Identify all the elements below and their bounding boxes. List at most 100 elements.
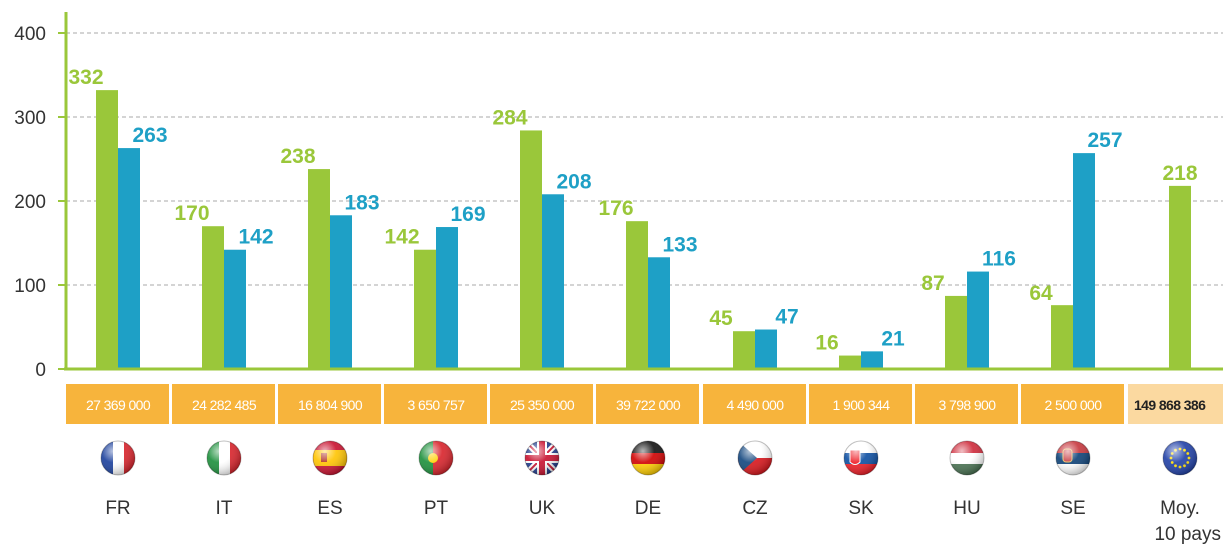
- bar: [626, 221, 648, 369]
- bar: [202, 226, 224, 369]
- population-cell: [703, 384, 807, 424]
- country-label-line2: 10 pays: [1154, 524, 1221, 545]
- bar: [330, 215, 352, 369]
- uk-flag-icon: [524, 440, 560, 476]
- value-label: 47: [775, 306, 798, 329]
- population-cell: [915, 384, 1019, 424]
- country-label: ES: [317, 498, 342, 519]
- bar: [1073, 153, 1095, 369]
- hungary-flag-icon: [949, 440, 985, 476]
- flags-row: [100, 440, 1198, 476]
- population-cell: [172, 384, 276, 424]
- value-label: 257: [1087, 129, 1122, 152]
- country-label: Moy.: [1160, 498, 1200, 519]
- value-label: 21: [881, 327, 905, 350]
- bars: [96, 90, 1191, 370]
- bar: [945, 295, 967, 369]
- y-tick-label: 400: [14, 24, 46, 45]
- y-tick-label: 100: [14, 276, 46, 297]
- value-label: 45: [709, 307, 733, 330]
- value-label: 170: [174, 202, 209, 225]
- value-label: 87: [921, 272, 944, 295]
- value-label: 169: [450, 203, 485, 226]
- y-tick-label: 300: [14, 108, 46, 129]
- population-value: 2 500 000: [1045, 397, 1103, 413]
- value-label: 183: [344, 191, 379, 214]
- bar: [1051, 305, 1073, 369]
- bar: [118, 148, 140, 369]
- bar: [96, 90, 118, 370]
- population-value: 1 900 344: [833, 397, 891, 413]
- population-value: 27 369 000: [86, 397, 151, 413]
- value-label: 142: [384, 226, 419, 249]
- population-cell: [1128, 384, 1223, 424]
- country-label: HU: [953, 498, 980, 519]
- country-label: FR: [105, 498, 130, 519]
- value-label: 332: [68, 66, 103, 89]
- country-label: DE: [635, 498, 661, 519]
- country-label: SE: [1060, 498, 1085, 519]
- value-label: 176: [598, 197, 633, 220]
- czech-flag-icon: [737, 440, 773, 476]
- value-label: 284: [492, 106, 527, 129]
- grid-lines: [66, 32, 1223, 286]
- population-cell: [490, 384, 594, 424]
- germany-flag-icon: [630, 440, 666, 476]
- italy-flag-icon: [206, 440, 242, 476]
- population-value: 25 350 000: [510, 397, 575, 413]
- bar: [967, 271, 989, 369]
- bar: [839, 355, 861, 369]
- value-label: 133: [662, 233, 697, 256]
- bar: [542, 194, 564, 369]
- population-cell: [66, 384, 170, 424]
- population-cell: [596, 384, 700, 424]
- bar: [1169, 185, 1191, 369]
- portugal-flag-icon: [418, 440, 454, 476]
- population-cell: [278, 384, 382, 424]
- eu-flag-icon: [1162, 440, 1198, 476]
- population-value: 149 868 386: [1134, 397, 1206, 413]
- bar: [648, 257, 670, 369]
- country-label: PT: [424, 498, 449, 519]
- bar: [755, 329, 777, 369]
- y-tick-label: 200: [14, 192, 46, 213]
- population-row: 27 369 000 24 282 485 16 804 900 3 650 757 2…: [66, 384, 1223, 424]
- population-cell: [384, 384, 488, 424]
- value-label: 218: [1162, 162, 1197, 185]
- value-label: 116: [982, 248, 1016, 271]
- population-value: 3 650 757: [408, 397, 466, 413]
- value-label: 16: [815, 332, 838, 355]
- country-labels: FR IT ES PT UK DE CZ SK HU SE Moy. 10 pays: [105, 498, 1221, 545]
- france-flag-icon: [100, 440, 136, 476]
- bar: [733, 331, 755, 369]
- value-label: 64: [1029, 282, 1053, 305]
- country-label: UK: [529, 498, 556, 519]
- population-value: 4 490 000: [727, 397, 785, 413]
- population-cell: [809, 384, 913, 424]
- y-axis-ticks: 0 100 200 300 400: [14, 24, 66, 381]
- population-cell: [1021, 384, 1125, 424]
- bar: [224, 249, 246, 369]
- country-label: IT: [216, 498, 233, 519]
- value-label: 263: [132, 124, 167, 147]
- y-tick-label: 0: [35, 360, 46, 381]
- serbia-flag-icon: [1055, 440, 1091, 476]
- bar: [414, 249, 436, 369]
- value-label: 238: [280, 145, 315, 168]
- bar: [436, 227, 458, 369]
- slovakia-flag-icon: [843, 440, 879, 476]
- country-label: SK: [848, 498, 874, 519]
- country-label: CZ: [742, 498, 768, 519]
- value-label: 208: [556, 170, 591, 193]
- population-value: 3 798 900: [939, 397, 997, 413]
- bar: [308, 169, 330, 369]
- population-value: 39 722 000: [616, 397, 681, 413]
- value-label: 142: [238, 226, 273, 249]
- bar: [520, 130, 542, 369]
- population-value: 16 804 900: [298, 397, 363, 413]
- population-value: 24 282 485: [192, 397, 257, 413]
- bar: [861, 351, 883, 369]
- spain-flag-icon: [312, 440, 348, 476]
